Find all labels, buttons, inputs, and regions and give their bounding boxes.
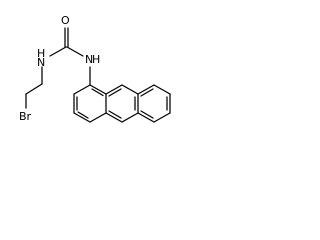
ring-b-double-3: [108, 110, 122, 119]
aryl-nitrogen-h-label: H: [92, 53, 100, 66]
ring-c-bond-4: [153, 112, 171, 123]
ring-a-bond-3: [89, 112, 107, 123]
ring-c-bond-5: [137, 112, 155, 123]
ring-b-double-1: [108, 88, 122, 97]
ring-a-bond-6: [73, 84, 91, 95]
bromine-label: Br: [19, 110, 32, 123]
amide-nitrogen-h-label: H: [37, 47, 45, 60]
structure-diagram: O H N N H Br: [19, 14, 171, 123]
ring-c-double-3: [140, 110, 154, 119]
bond-c-nleft: [49, 46, 67, 57]
ring-a-bond-1: [89, 84, 107, 95]
ring-c-bond-1: [137, 84, 155, 95]
ring-b-bond-2: [121, 84, 139, 95]
ring-c-bond-2: [153, 84, 171, 95]
ring-a-double-2: [77, 111, 89, 119]
ring-a-double-1: [91, 88, 104, 97]
ring-c-double-1: [140, 88, 154, 97]
oxygen-label: O: [61, 14, 70, 27]
bond-c-nright: [66, 46, 84, 57]
ring-b-bond-5: [105, 112, 123, 123]
amide-nitrogen-label: N: [37, 56, 45, 69]
ring-a-bond-4: [73, 112, 91, 123]
bond-lines: [25, 27, 171, 123]
aryl-nitrogen-label: N: [85, 53, 93, 66]
ring-b-bond-1: [105, 84, 123, 95]
bond-ch2-ch2: [25, 83, 43, 95]
ring-b-bond-4: [121, 112, 139, 123]
